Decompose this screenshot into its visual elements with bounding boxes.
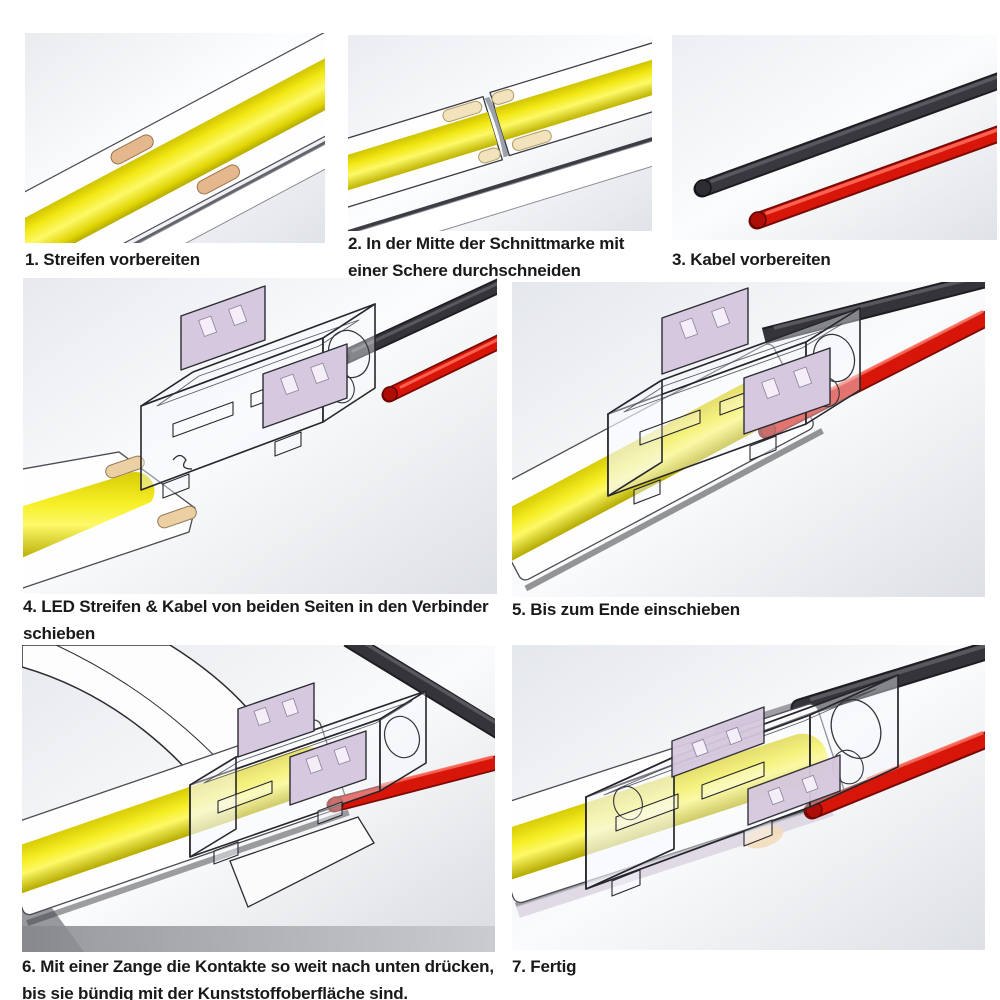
step-7-illustration: [512, 645, 985, 950]
solder-pad: [110, 134, 154, 165]
led-strip-graphic: [22, 719, 350, 926]
cob-led-band: [512, 372, 795, 562]
step-6-illustration: [22, 645, 495, 952]
pliers-lower-jaw: [229, 816, 375, 908]
black-wire: [693, 72, 997, 198]
led-strip-graphic: [512, 343, 824, 592]
solder-pad: [442, 100, 483, 122]
step-7-panel: [512, 645, 985, 950]
step-5-caption: 5. Bis zum Ende einschieben: [512, 600, 740, 619]
backing-tape: [348, 115, 652, 231]
step-6-caption: 6. Mit einer Zange die Kontakte so weit …: [22, 957, 494, 1000]
black-wire: [333, 278, 497, 367]
led-strip-graphic: [512, 703, 845, 918]
step-6-panel: [22, 645, 495, 952]
black-wire: [343, 645, 495, 739]
step-4-illustration: [23, 278, 497, 594]
contact-blade: [237, 682, 315, 758]
black-wire: [761, 282, 985, 345]
red-wire: [381, 334, 497, 403]
step-3-panel: [672, 35, 997, 240]
step-7-caption: 7. Fertig: [512, 957, 577, 976]
solder-pad: [511, 129, 552, 151]
step-4-panel: [23, 278, 497, 594]
solder-pad-cut: [491, 88, 515, 105]
step-1-illustration: [25, 33, 325, 243]
contact-blade: [671, 706, 765, 778]
contact-blade: [661, 287, 749, 375]
led-strip-graphic: [25, 33, 325, 243]
cut-mark: [484, 96, 509, 158]
step-1-panel: [25, 33, 325, 243]
contact-blades: [180, 285, 348, 429]
step-2-illustration: [348, 35, 652, 231]
step-1-caption: 1. Streifen vorbereiten: [25, 250, 200, 269]
step-3-caption: 3. Kabel vorbereiten: [672, 250, 831, 269]
cob-led-band: [25, 33, 325, 243]
contact-blades: [671, 706, 841, 826]
red-wire: [748, 125, 997, 230]
step-5-panel: [512, 282, 985, 597]
step-5-illustration: [512, 282, 985, 597]
contact-blade: [289, 730, 367, 806]
contact-blades: [661, 287, 831, 435]
solder-pad: [157, 505, 197, 529]
contact-blade: [743, 347, 831, 435]
contact-blade: [180, 285, 266, 371]
solder-pad: [196, 164, 240, 195]
contact-blades: [237, 682, 367, 806]
wire-tunnel: [613, 785, 643, 821]
cob-led-band: [22, 747, 332, 895]
solder-pad-cut: [478, 147, 501, 164]
step-3-illustration: [672, 35, 997, 240]
wire-tunnel: [383, 715, 421, 759]
contact-blade: [262, 343, 348, 429]
led-strip-cut-graphic: [348, 35, 652, 231]
contact-blade: [747, 754, 841, 826]
step-4-caption: 4. LED Streifen & Kabel von beiden Seite…: [23, 597, 489, 643]
cob-led-band: [512, 733, 828, 881]
cob-led-band: [23, 472, 155, 558]
step-2-caption: 2. In der Mitte der Schnittmarke mit ein…: [348, 234, 625, 280]
spring-contact: [172, 454, 193, 470]
wire-tunnel: [830, 698, 882, 760]
backing-tape: [25, 97, 325, 243]
solder-pad: [105, 455, 145, 479]
floor-shadow: [22, 926, 495, 952]
step-2-panel: [348, 35, 652, 231]
solder-pad: [744, 825, 784, 849]
